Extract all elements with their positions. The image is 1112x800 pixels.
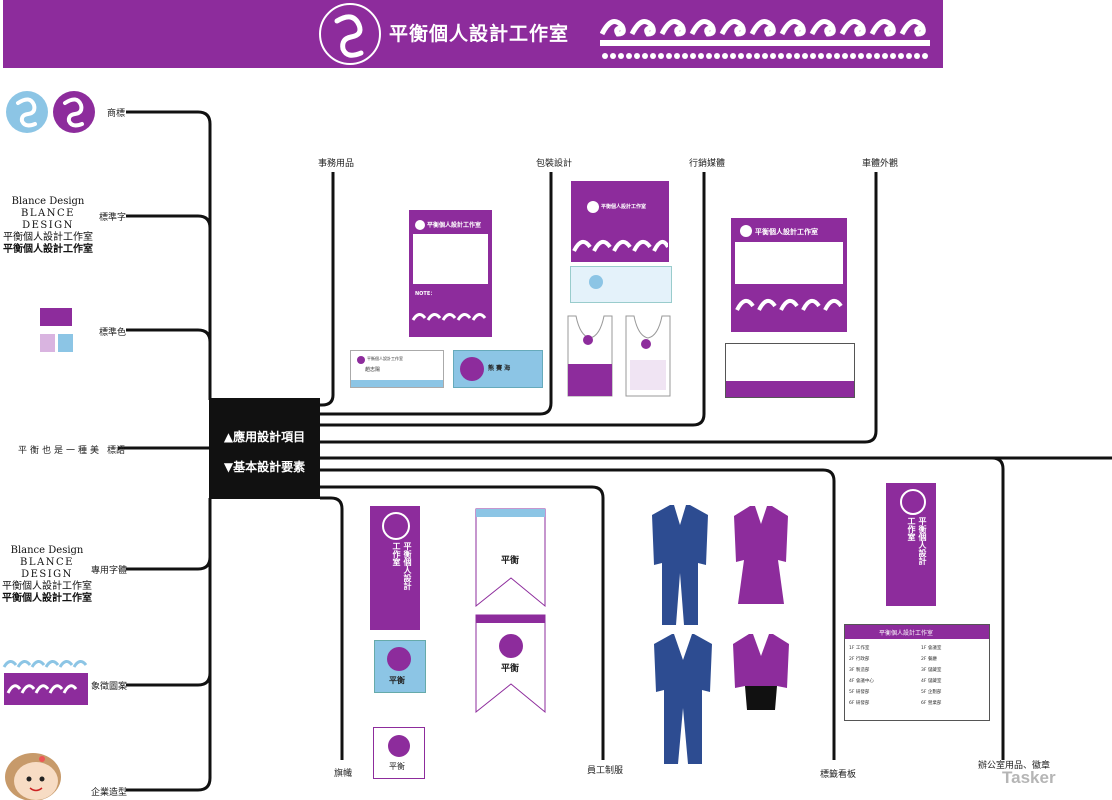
pennant-text-2: 平衡: [501, 664, 520, 674]
font-label: 專用字體: [91, 566, 128, 576]
font-line: 平衡個人設計工作室: [2, 581, 92, 592]
uniform-icon: [733, 634, 789, 710]
business-card-front: 平衡個人設計工作室 趙志陽: [350, 350, 444, 388]
directory-right: 1F 會議室 2F 餐廳 3F 儲藏室 4F 儲藏室 5F 企劃部 6F 營業部: [921, 643, 985, 709]
pattern-label: 象徵圖案: [91, 682, 128, 692]
directory-row: 2F 行政部: [849, 657, 870, 662]
notepad-note: NOTE：: [415, 291, 436, 297]
notepad-title: 平衡個人設計工作室: [427, 222, 482, 229]
office-label: 辦公室用品、徽章: [978, 761, 1051, 771]
mascot-icon: [5, 753, 61, 800]
poster-mockup: 平衡個人設計工作室: [731, 218, 847, 332]
directory-row: 1F 會議室: [921, 646, 942, 651]
shopping-bag-icon: [567, 315, 613, 397]
banner-title: 平衡個人設計工作室: [389, 23, 570, 45]
vehicle-mockup: [725, 343, 855, 398]
uniform-icon: [652, 505, 708, 625]
wordmark-line: BLANCE DESIGN: [21, 208, 75, 231]
package-title: 平衡個人設計工作室: [601, 204, 647, 210]
wordmark-label: 標準字: [99, 213, 127, 223]
directory-row: 3F 製造部: [849, 668, 870, 673]
flag-small-text: 平衡: [389, 762, 405, 771]
directory-row: 4F 會議中心: [849, 679, 874, 684]
directory-row: 4F 儲藏室: [921, 679, 942, 684]
directory-row: 6F 營業部: [921, 701, 942, 706]
font-sample: Blance Design BLANCE DESIGN 平衡個人設計工作室 平衡…: [0, 545, 94, 605]
wave-pattern-icon: [600, 19, 930, 59]
flags-label: 旗幟: [334, 769, 353, 779]
flag-small-mockup: 平衡: [373, 727, 425, 779]
slogan-text: 平衡也是一種美: [18, 446, 103, 456]
poster-title: 平衡個人設計工作室: [755, 228, 818, 236]
font-line: Blance Design: [10, 545, 84, 556]
slogan-label: 標語: [107, 446, 126, 456]
directory-title: 平衡個人設計工作室: [879, 630, 934, 637]
directory-row: 6F 研發部: [849, 701, 870, 706]
directory-left: 1F 工作室 2F 行政部 3F 製造部 4F 會議中心 5F 研發部 6F 研…: [849, 643, 915, 709]
header-banner: 平衡個人設計工作室: [3, 0, 943, 68]
flag-banner-mockup: 平衡個人設計工作室: [370, 506, 420, 630]
wordmark-sample: Blance Design BLANCE DESIGN 平衡個人設計工作室 平衡…: [2, 196, 94, 256]
color-swatch-sky: [58, 334, 73, 352]
wordmark-line: 平衡個人設計工作室: [3, 232, 93, 243]
uniform-label: 員工制服: [587, 766, 624, 776]
directory-row: 2F 餐廳: [921, 657, 937, 662]
packaging-label: 包裝設計: [536, 159, 573, 169]
notepad-wave-icon: [411, 313, 487, 321]
directory-row: 5F 企劃部: [921, 690, 942, 695]
package-wave-icon: [572, 239, 668, 252]
directory-row: 3F 儲藏室: [921, 668, 942, 673]
directory-board: 平衡個人設計工作室 1F 工作室 2F 行政部 3F 製造部 4F 會議中心 5…: [844, 624, 990, 721]
poster-wave-icon: [735, 298, 843, 311]
card-name-back: 熊 賽 海: [488, 365, 511, 372]
card-name: 趙志陽: [365, 367, 381, 373]
standing-sign-text: 平衡個人設計工作室: [907, 517, 927, 565]
color-label: 標準色: [99, 328, 127, 338]
logo-label: 商標: [107, 109, 126, 119]
uniform-icon: [734, 506, 788, 604]
pennant-icon: [475, 614, 546, 714]
logo-variants: [6, 91, 95, 133]
flag-text: 平衡個人設計工作室: [392, 542, 412, 590]
basic-design-button[interactable]: ▼基本設計要素: [223, 460, 306, 474]
pennant-icon: [475, 508, 546, 608]
applied-design-button[interactable]: ▲應用設計項目: [223, 430, 306, 444]
color-swatch-main: [40, 308, 72, 326]
signage-label: 標籤看板: [820, 770, 857, 780]
business-card-back: 熊 賽 海: [453, 350, 543, 388]
wordmark-line: 平衡個人設計工作室: [3, 244, 93, 255]
flag-square-mockup: 平衡: [374, 640, 426, 693]
font-line: BLANCE DESIGN: [20, 557, 74, 580]
directory-row: 5F 研發部: [849, 690, 870, 695]
pennant-text: 平衡: [501, 556, 520, 566]
vehicle-label: 車體外觀: [862, 159, 899, 169]
notepad-mockup: 平衡個人設計工作室 NOTE：: [409, 210, 492, 337]
font-line: 平衡個人設計工作室: [2, 593, 92, 604]
symbol-pattern-icon: [2, 657, 92, 705]
wordmark-line: Blance Design: [11, 196, 85, 207]
logo-icon: [319, 3, 381, 65]
shopping-bag-icon: [625, 315, 671, 397]
marketing-label: 行銷媒體: [689, 159, 726, 169]
uniform-icon: [654, 634, 712, 764]
standing-sign-mockup: 平衡個人設計工作室: [886, 483, 936, 606]
hub-box: ▲應用設計項目 ▼基本設計要素: [209, 398, 320, 499]
package-box-mockup: 平衡個人設計工作室: [571, 181, 669, 262]
card-studio: 平衡個人設計工作室: [367, 356, 403, 361]
stationery-label: 事務用品: [318, 159, 355, 169]
mascot-label: 企業造型: [91, 788, 128, 798]
directory-row: 1F 工作室: [849, 646, 870, 651]
watermark: Tasker: [1002, 768, 1056, 787]
color-swatch-lavender: [40, 334, 55, 352]
flag-square-text: 平衡: [389, 676, 405, 685]
package-label-strip: [570, 266, 672, 303]
